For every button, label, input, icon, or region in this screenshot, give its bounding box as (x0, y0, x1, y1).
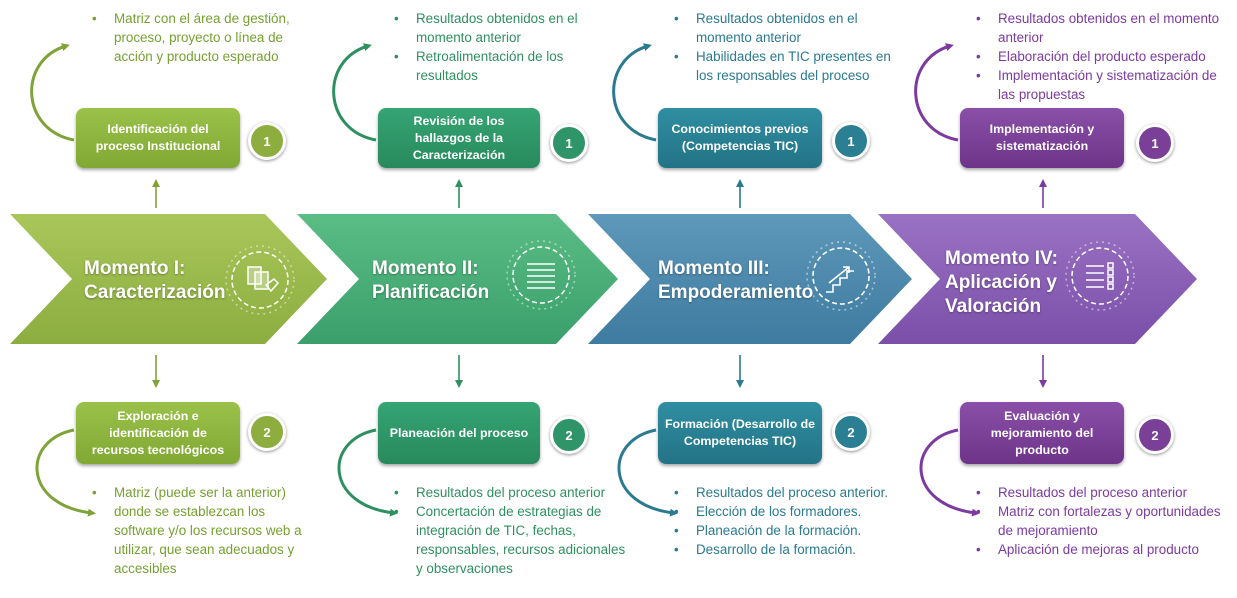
list-item: Concertación de estrategias de integraci… (390, 502, 630, 578)
moment-4-title-line2: Aplicación y (945, 272, 1057, 293)
step-box-bottom-m4: Evaluación y mejoramiento del producto (960, 402, 1124, 464)
list-lines-icon (506, 240, 576, 310)
step-number-badge: 2 (832, 413, 870, 451)
list-item: Implementación y sistematización de las … (972, 66, 1234, 104)
step-box-top-m1: Identificación del proceso Institucional (76, 108, 240, 168)
step-number-badge: 2 (248, 413, 286, 451)
curved-arrow-bottom-m1 (35, 428, 96, 517)
step-box-bottom-m2: Planeación del proceso (378, 402, 540, 464)
moment-4-title-line3: Valoración (945, 296, 1042, 317)
bottom-bullets-m1: Matriz (puede ser la anterior) donde se … (88, 483, 313, 578)
chevron-moment-3 (588, 214, 912, 344)
list-item: Planeación de la formación. (670, 521, 920, 540)
moment-2-title-line2: Planificación (372, 282, 490, 303)
list-item: Resultados obtenidos en el momento anter… (390, 9, 615, 47)
moment-3-title-line1: Momento III: (658, 258, 770, 279)
step-box-top-m2: Revisión de los hallazgos de la Caracter… (378, 108, 540, 168)
step-box-label: Planeación del proceso (389, 425, 529, 440)
step-number-badge: 2 (550, 416, 588, 454)
list-item: Elección de los formadores. (670, 502, 920, 521)
top-bullets-m3: Resultados obtenidos en el momento anter… (670, 9, 910, 85)
top-bullets-m2: Resultados obtenidos en el momento anter… (390, 9, 615, 85)
list-item: Resultados del proceso anterior (972, 483, 1234, 502)
step-box-label: Implementación y sistematización (989, 122, 1095, 153)
moment-4-title-line1: Momento IV: (945, 248, 1058, 269)
curved-arrow-bottom-m3 (617, 428, 678, 517)
documents-hand-icon (225, 245, 295, 315)
list-item: Matriz (puede ser la anterior) donde se … (88, 483, 313, 578)
step-box-bottom-m1: Exploración e identificación de recursos… (76, 402, 240, 464)
step-number-badge: 1 (1136, 124, 1174, 162)
list-item: Resultados del proceso anterior. (670, 483, 920, 502)
list-item: Desarrollo de la formación. (670, 540, 920, 559)
step-box-label: Exploración e identificación de recursos… (91, 408, 225, 457)
step-box-bottom-m3: Formación (Desarrollo de Competencias TI… (658, 402, 822, 464)
moment-1-title-line2: Caracterización (84, 282, 226, 303)
moment-1-title: Momento I: Caracterización (84, 257, 226, 305)
moment-4-title: Momento IV: Aplicación y Valoración (945, 247, 1058, 319)
list-item: Resultados obtenidos en el momento anter… (972, 9, 1234, 47)
top-bullets-m4: Resultados obtenidos en el momento anter… (972, 9, 1234, 104)
step-box-label: Formación (Desarrollo de Competencias TI… (664, 417, 816, 448)
list-item: Retroalimentación de los resultados (390, 47, 615, 85)
list-item: Elaboración del producto esperado (972, 47, 1234, 66)
step-number-badge: 2 (1136, 416, 1174, 454)
bottom-bullets-m2: Resultados del proceso anterior Concerta… (390, 483, 630, 578)
moment-1-title-line1: Momento I: (84, 258, 186, 279)
moment-2-title-line1: Momento II: (372, 258, 479, 279)
list-item: Aplicación de mejoras al producto (972, 540, 1234, 559)
step-box-label: Revisión de los hallazgos de la Caracter… (412, 113, 506, 162)
curved-arrow-bottom-m2 (337, 428, 398, 517)
curved-arrow-top-m4 (914, 43, 959, 142)
top-bullets-m1: Matriz con el área de gestión, proceso, … (88, 9, 313, 66)
step-box-top-m3: Conocimientos previos (Competencias TIC) (658, 108, 822, 168)
step-number-badge: 1 (248, 122, 286, 160)
moment-3-title-line2: Empoderamiento (658, 282, 814, 303)
list-item: Resultados obtenidos en el momento anter… (670, 9, 910, 47)
chevron-moment-4 (878, 214, 1197, 344)
moment-2-title: Momento II: Planificación (372, 257, 489, 305)
list-item: Matriz con fortalezas y oportunidades de… (972, 502, 1234, 540)
moment-3-title: Momento III: Empoderamiento (658, 257, 813, 305)
bottom-bullets-m3: Resultados del proceso anterior. Elecció… (670, 483, 920, 559)
step-number-badge: 1 (832, 122, 870, 160)
curved-arrow-top-m2 (332, 43, 377, 142)
step-box-top-m4: Implementación y sistematización (960, 108, 1124, 168)
stairs-arrow-icon (806, 241, 876, 311)
list-item: Resultados del proceso anterior (390, 483, 630, 502)
chevron-moment-1 (10, 214, 327, 344)
curved-arrow-top-m1 (30, 43, 75, 142)
step-number-badge: 1 (550, 124, 588, 162)
curved-arrow-bottom-m4 (919, 428, 980, 517)
step-box-label: Evaluación y mejoramiento del producto (990, 408, 1094, 457)
list-item: Habilidades en TIC presentes en los resp… (670, 47, 910, 85)
curved-arrow-top-m3 (612, 43, 657, 142)
checklist-icon (1065, 241, 1135, 311)
step-box-label: Identificación del proceso Institucional (95, 122, 221, 153)
list-item: Matriz con el área de gestión, proceso, … (88, 9, 313, 66)
step-box-label: Conocimientos previos (Competencias TIC) (671, 122, 809, 153)
bottom-bullets-m4: Resultados del proceso anterior Matriz c… (972, 483, 1234, 559)
